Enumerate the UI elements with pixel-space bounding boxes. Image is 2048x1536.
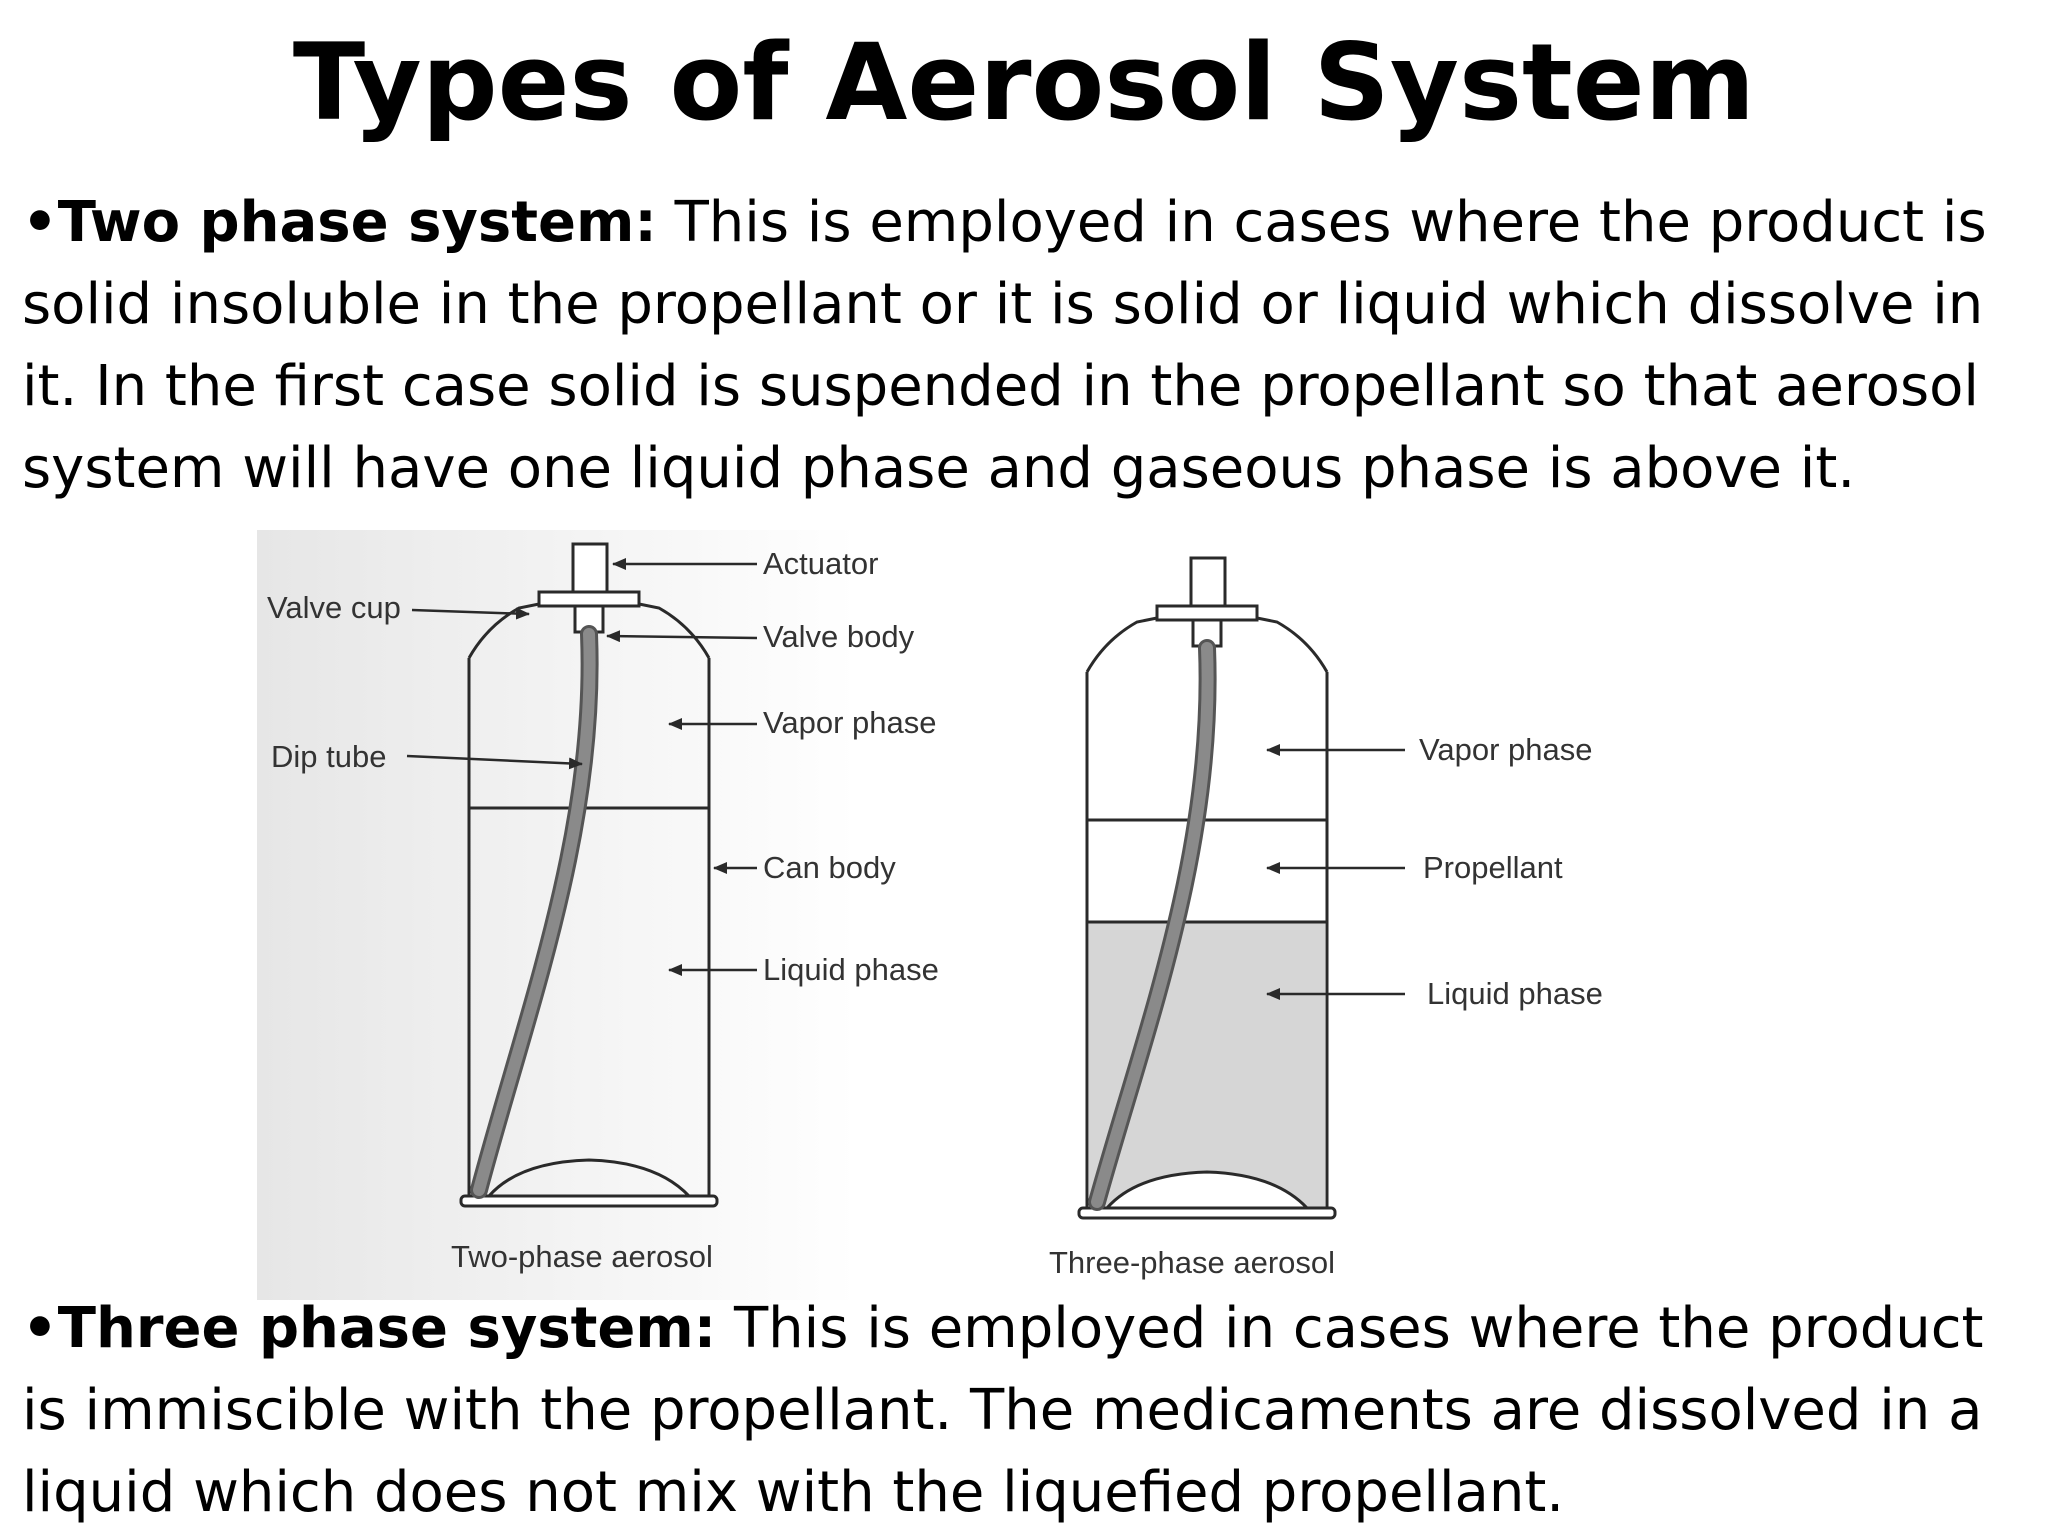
two-phase-paragraph: •Two phase system: This is employed in c…: [22, 182, 2032, 510]
two-phase-text: This is employed in cases where the prod…: [22, 190, 1987, 501]
label-dip-tube: Dip tube: [271, 739, 386, 774]
two-phase-heading: •Two phase system:: [22, 190, 657, 255]
label-propellant: Propellant: [1423, 850, 1563, 885]
label-vapor-phase-left: Vapor phase: [763, 705, 937, 740]
aerosol-diagram: Actuator Valve cup Valve body Vapor phas…: [257, 530, 1603, 1300]
three-phase-paragraph: •Three phase system: This is employed in…: [22, 1288, 2032, 1534]
label-vapor-phase-right: Vapor phase: [1419, 732, 1593, 767]
bullet-2: •: [22, 1296, 58, 1361]
three-phase-can: [1077, 556, 1337, 1220]
bullet-1: •: [22, 190, 58, 255]
caption-two-phase: Two-phase aerosol: [451, 1239, 713, 1274]
page-title: Types of Aerosol System: [292, 21, 1756, 144]
label-valve-cup: Valve cup: [267, 590, 401, 625]
label-liquid-phase-left: Liquid phase: [763, 952, 939, 987]
two-phase-heading-text: Two phase system:: [57, 190, 657, 255]
arrow-valve-body: [606, 630, 758, 643]
caption-three-phase: Three-phase aerosol: [1049, 1245, 1335, 1280]
three-phase-heading-text: Three phase system:: [57, 1296, 717, 1361]
three-phase-heading: •Three phase system:: [22, 1296, 716, 1361]
two-phase-can: [459, 542, 719, 1208]
label-liquid-phase-right: Liquid phase: [1427, 976, 1603, 1011]
arrow-valve-cup: [411, 607, 530, 620]
label-actuator: Actuator: [763, 546, 878, 581]
label-can-body: Can body: [763, 850, 896, 885]
three-phase-liquid: [1089, 922, 1325, 1210]
three-phase-text: This is employed in cases where the prod…: [22, 1296, 1984, 1525]
arrow-dip-tube: [406, 754, 583, 770]
label-valve-body: Valve body: [763, 619, 915, 654]
